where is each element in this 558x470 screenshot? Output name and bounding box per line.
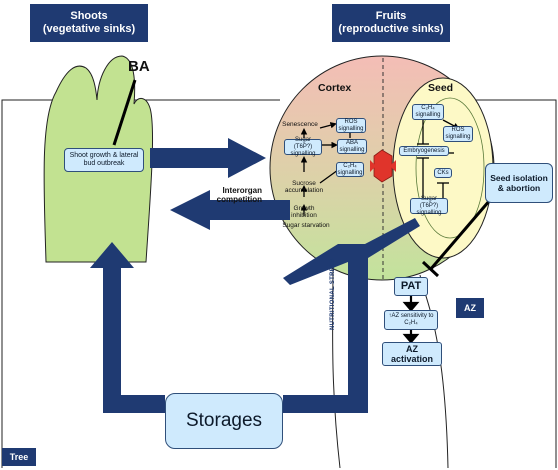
ba-arrow	[112, 79, 137, 146]
ba-label: BA	[128, 58, 150, 75]
cortex-ethylene-box: C₂H₄ signalling	[336, 162, 364, 177]
sucrose-label: Sucrose accumulation	[284, 180, 324, 194]
interorgan-label: Interorgan competition	[216, 186, 262, 204]
cortex-title: Cortex	[318, 82, 352, 94]
nutritional-stress-label: NUTRITIONAL STRESS	[330, 258, 336, 330]
pat-box: PAT	[394, 277, 428, 296]
storages-to-shoot-arrow	[90, 242, 165, 413]
seed-inner	[415, 97, 485, 239]
seed-isolation-box: Seed isolation & abortion	[485, 163, 553, 203]
sugar-starvation-label: Sugar starvation	[282, 222, 330, 229]
fruits-header-subtitle: (reproductive sinks)	[338, 23, 444, 35]
az-activation-box: AZ activation	[382, 342, 442, 366]
arrow-to-fruit	[150, 138, 266, 178]
seed-title: Seed	[428, 82, 454, 94]
shoot-growth-box: Shoot growth & lateral bud outbreak	[64, 148, 144, 172]
separation-marker	[373, 149, 393, 183]
tree-tag: Tree	[2, 448, 36, 466]
cortex-ros-box: ROS signalling	[336, 118, 366, 133]
embryogenesis-box: Embryogenesis	[399, 146, 449, 156]
shoots-header: Shoots (vegetative sinks)	[30, 4, 148, 42]
seed-sugar-box: Sugar (T6P?) signalling	[410, 196, 448, 216]
arrow-to-shoot	[170, 190, 290, 230]
az-arrows	[402, 296, 420, 344]
seed-ros-box: ROS signalling	[443, 126, 473, 142]
storages-to-fruit-arrow	[283, 218, 420, 413]
az-tag: AZ	[456, 298, 484, 318]
seed-isolation-bar	[421, 260, 440, 278]
seed-ethylene-box: C₂H₄ signalling	[412, 104, 444, 120]
growth-inhibition-label: Growth inhibition	[291, 205, 317, 219]
tree-outline	[1, 99, 557, 468]
fruits-header-title: Fruits	[375, 10, 407, 22]
az-sensitivity-box: ↑AZ sensitivity to C₂H₄	[384, 310, 438, 330]
separation-arrow-right	[390, 160, 396, 172]
senescence-label: Senescence	[282, 121, 318, 128]
separation-arrow-left	[370, 160, 376, 172]
shoots-header-subtitle: (vegetative sinks)	[42, 23, 136, 35]
fruits-header: Fruits (reproductive sinks)	[332, 4, 450, 42]
cortex-sugar-box: Sugar (T6P?) signalling	[284, 137, 322, 157]
cortex-aba-box: ABA signalling	[337, 139, 367, 154]
cks-box: CKs	[434, 168, 452, 178]
seed-isolation-line	[428, 199, 492, 271]
storages-box: Storages	[165, 393, 283, 449]
cortex-arrows	[300, 122, 351, 216]
shoots-header-title: Shoots	[70, 10, 108, 22]
